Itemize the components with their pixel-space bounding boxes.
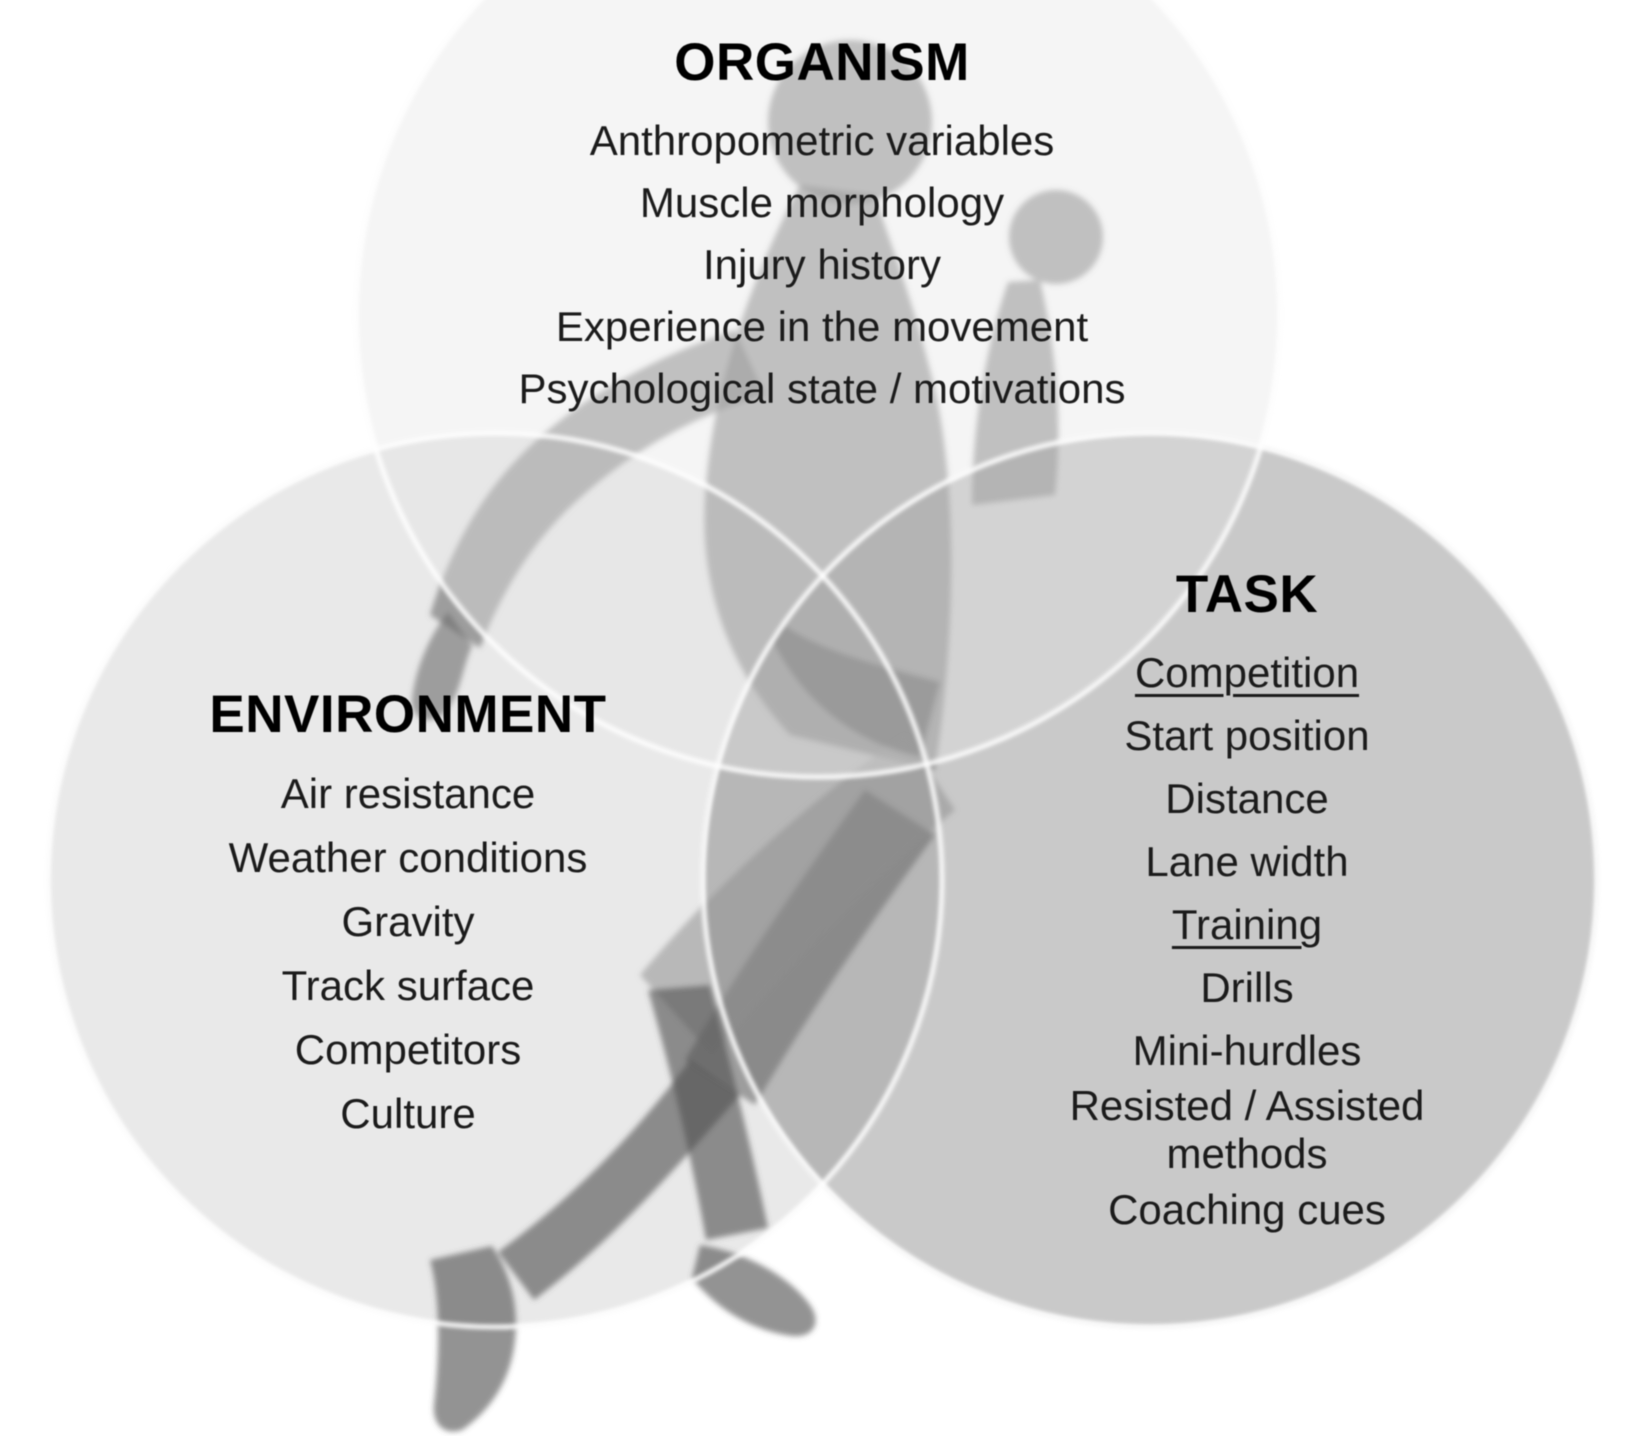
environment-circle-outline: [45, 430, 945, 1330]
venn-item: Lane width: [1145, 838, 1349, 885]
venn-item: Weather conditions: [228, 834, 588, 881]
runner-rear-shin: [498, 1060, 740, 1300]
venn-item: Start position: [1124, 712, 1370, 759]
venn-item: Muscle morphology: [639, 179, 1005, 226]
runner-front-shoe: [692, 1245, 816, 1337]
venn-item: Resisted / Assisted methods: [1069, 1082, 1425, 1177]
venn-item: Air resistance: [280, 770, 536, 817]
venn-item: Mini-hurdles: [1132, 1027, 1362, 1074]
venn-item: Injury history: [702, 241, 942, 288]
task-title: TASK: [1175, 565, 1319, 624]
venn-item: Gravity: [341, 898, 475, 945]
venn-item: Training: [1171, 901, 1323, 948]
venn-item: Track surface: [281, 962, 535, 1009]
task-circle-outline: [700, 430, 1600, 1330]
venn-item: Drills: [1200, 964, 1294, 1011]
organism-circle-veil: [356, 0, 1280, 777]
venn-item: Psychological state / motivations: [518, 365, 1126, 412]
venn-item: Experience in the movement: [555, 303, 1089, 350]
venn-item: Competition: [1134, 649, 1360, 696]
runner-front-thigh: [640, 735, 955, 1055]
organism-circle-outline: [353, 0, 1283, 780]
venn-item: Culture: [340, 1090, 476, 1137]
venn-item: Competitors: [294, 1026, 522, 1073]
venn-item: Anthropometric variables: [589, 117, 1055, 164]
runner-rear-shoe: [430, 1246, 516, 1432]
runner-rear-hand: [412, 612, 472, 720]
organism-title: ORGANISM: [674, 33, 970, 92]
environment-title: ENVIRONMENT: [209, 685, 607, 744]
runner-front-shin: [648, 985, 768, 1240]
venn-item: Distance: [1165, 775, 1329, 822]
venn-item: Coaching cues: [1108, 1186, 1386, 1233]
